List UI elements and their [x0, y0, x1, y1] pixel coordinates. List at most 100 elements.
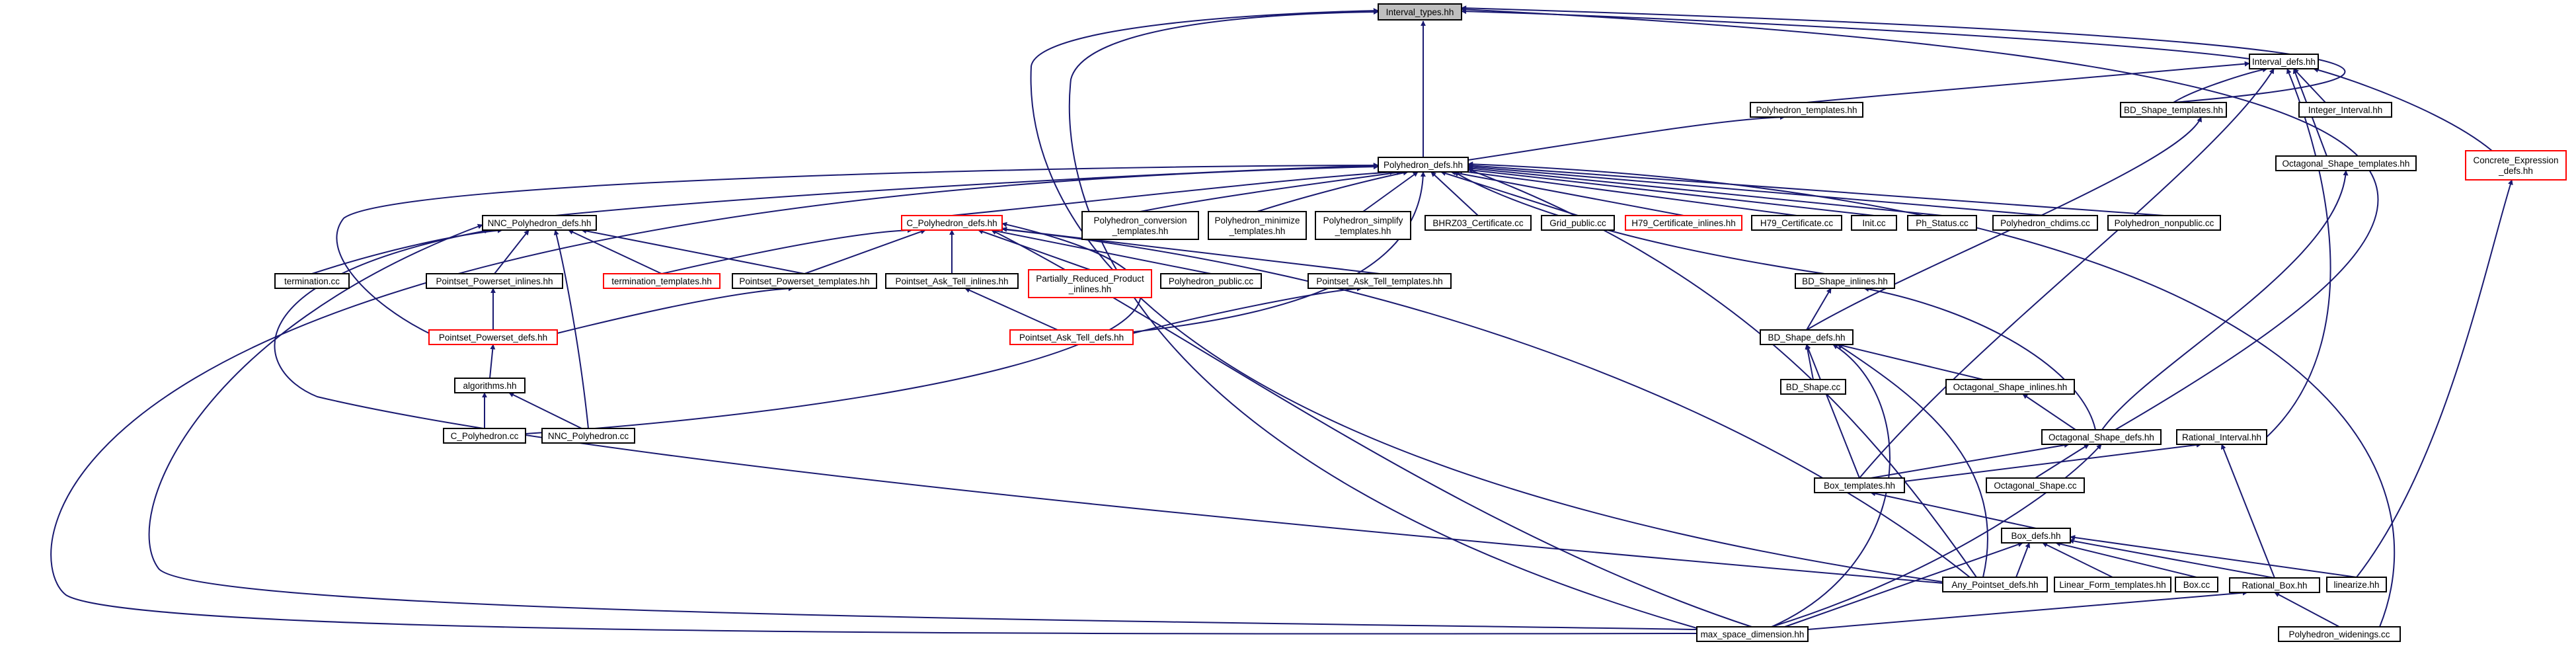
- node-box[interactable]: [2298, 102, 2392, 118]
- node-box[interactable]: [2054, 577, 2171, 592]
- node-box[interactable]: [454, 378, 526, 393]
- node-box[interactable]: [1992, 215, 2098, 231]
- node-termination_templates[interactable]: termination_templates.hh: [603, 273, 721, 289]
- node-polyhedron_widenings[interactable]: Polyhedron_widenings.cc: [2278, 626, 2401, 642]
- node-box[interactable]: [1009, 329, 1134, 345]
- node-box[interactable]: [1160, 273, 1262, 289]
- node-box[interactable]: [1851, 215, 1897, 231]
- node-box[interactable]: [428, 329, 558, 345]
- node-box[interactable]: [1795, 273, 1895, 289]
- node-box_templates[interactable]: Box_templates.hh: [1814, 477, 1905, 493]
- node-box[interactable]: [2275, 155, 2417, 171]
- node-box[interactable]: [1945, 379, 2075, 395]
- node-box[interactable]: [2176, 429, 2267, 445]
- node-rational_box[interactable]: Rational_Box.hh: [2229, 577, 2320, 593]
- node-termination[interactable]: termination.cc: [274, 273, 350, 289]
- node-integer_interval[interactable]: Integer_Interval.hh: [2298, 102, 2392, 118]
- node-ph_status[interactable]: Ph_Status.cc: [1907, 215, 1977, 231]
- node-h79_certificate[interactable]: H79_Certificate.cc: [1751, 215, 1842, 231]
- node-c_polyhedron_cc[interactable]: C_Polyhedron.cc: [443, 428, 526, 444]
- node-box[interactable]: [1541, 215, 1615, 231]
- node-bd_shape_cc[interactable]: BD_Shape.cc: [1780, 379, 1846, 395]
- node-box[interactable]: [1814, 477, 1905, 493]
- node-polyhedron_minimize_templates[interactable]: Polyhedron_minimize_templates.hh: [1208, 211, 1307, 240]
- node-bd_shape_templates[interactable]: BD_Shape_templates.hh: [2120, 102, 2227, 118]
- node-box[interactable]: [1751, 215, 1842, 231]
- node-box[interactable]: [2465, 150, 2567, 181]
- node-interval_defs[interactable]: Interval_defs.hh: [2249, 54, 2319, 69]
- node-pointset_ask_tell_templates[interactable]: Pointset_Ask_Tell_templates.hh: [1308, 273, 1452, 289]
- node-c_polyhedron_defs[interactable]: C_Polyhedron_defs.hh: [901, 215, 1003, 231]
- node-box[interactable]: [1081, 211, 1199, 240]
- node-box[interactable]: [426, 273, 563, 289]
- node-box[interactable]: [541, 428, 635, 444]
- node-box[interactable]: [1942, 577, 2048, 592]
- node-box_defs[interactable]: Box_defs.hh: [2001, 528, 2071, 544]
- node-box[interactable]: [2278, 626, 2401, 642]
- node-box[interactable]: [2326, 577, 2387, 592]
- node-h79_certificate_inlines[interactable]: H79_Certificate_inlines.hh: [1625, 215, 1742, 231]
- node-linearize[interactable]: linearize.hh: [2326, 577, 2387, 592]
- node-box[interactable]: [1760, 329, 1854, 345]
- node-init[interactable]: Init.cc: [1851, 215, 1897, 231]
- node-box[interactable]: [1986, 477, 2085, 493]
- node-box[interactable]: [2041, 429, 2162, 445]
- node-box[interactable]: [2001, 528, 2071, 544]
- node-interval_types[interactable]: Interval_types.hh: [1378, 3, 1462, 20]
- node-box[interactable]: [2229, 577, 2320, 593]
- node-box[interactable]: [274, 273, 350, 289]
- node-bhrz03_certificate[interactable]: BHRZ03_Certificate.cc: [1425, 215, 1532, 231]
- node-nnc_polyhedron_cc[interactable]: NNC_Polyhedron.cc: [541, 428, 635, 444]
- node-box[interactable]: [1208, 211, 1307, 240]
- node-rational_interval[interactable]: Rational_Interval.hh: [2176, 429, 2267, 445]
- node-box[interactable]: [2107, 215, 2221, 231]
- node-box[interactable]: [603, 273, 721, 289]
- node-box[interactable]: [1696, 626, 1809, 642]
- node-box[interactable]: [1308, 273, 1452, 289]
- node-polyhedron_defs[interactable]: Polyhedron_defs.hh: [1378, 157, 1469, 173]
- node-polyhedron_nonpublic[interactable]: Polyhedron_nonpublic.cc: [2107, 215, 2221, 231]
- node-box[interactable]: [2249, 54, 2319, 69]
- node-box[interactable]: [901, 215, 1003, 231]
- node-octagonal_shape_cc[interactable]: Octagonal_Shape.cc: [1986, 477, 2085, 493]
- node-pointset_ask_tell_inlines[interactable]: Pointset_Ask_Tell_inlines.hh: [885, 273, 1019, 289]
- node-any_pointset_defs[interactable]: Any_Pointset_defs.hh: [1942, 577, 2048, 592]
- node-octagonal_shape_inlines[interactable]: Octagonal_Shape_inlines.hh: [1945, 379, 2075, 395]
- node-polyhedron_conversion_templates[interactable]: Polyhedron_conversion_templates.hh: [1081, 211, 1199, 240]
- node-bd_shape_inlines[interactable]: BD_Shape_inlines.hh: [1795, 273, 1895, 289]
- node-polyhedron_public[interactable]: Polyhedron_public.cc: [1160, 273, 1262, 289]
- node-box[interactable]: [482, 215, 597, 231]
- node-concrete_expression_defs[interactable]: Concrete_Expression_defs.hh: [2465, 150, 2567, 181]
- node-pointset_ask_tell_defs[interactable]: Pointset_Ask_Tell_defs.hh: [1009, 329, 1134, 345]
- node-polyhedron_templates[interactable]: Polyhedron_templates.hh: [1750, 102, 1863, 118]
- node-box[interactable]: [1907, 215, 1977, 231]
- node-box[interactable]: [1315, 211, 1411, 240]
- node-bd_shape_defs[interactable]: BD_Shape_defs.hh: [1760, 329, 1854, 345]
- node-box[interactable]: [1750, 102, 1863, 118]
- node-octagonal_shape_templates[interactable]: Octagonal_Shape_templates.hh: [2275, 155, 2417, 171]
- node-box[interactable]: [443, 428, 526, 444]
- node-grid_public[interactable]: Grid_public.cc: [1541, 215, 1615, 231]
- node-box_cc[interactable]: Box.cc: [2175, 577, 2218, 592]
- node-octagonal_shape_defs[interactable]: Octagonal_Shape_defs.hh: [2041, 429, 2162, 445]
- node-box[interactable]: [1780, 379, 1846, 395]
- node-pointset_powerset_defs[interactable]: Pointset_Powerset_defs.hh: [428, 329, 558, 345]
- node-box[interactable]: [2120, 102, 2227, 118]
- node-box[interactable]: [1625, 215, 1742, 231]
- node-box[interactable]: [732, 273, 877, 289]
- node-box[interactable]: [2175, 577, 2218, 592]
- node-pointset_powerset_templates[interactable]: Pointset_Powerset_templates.hh: [732, 273, 877, 289]
- node-nnc_polyhedron_defs[interactable]: NNC_Polyhedron_defs.hh: [482, 215, 597, 231]
- node-box[interactable]: [885, 273, 1019, 289]
- node-pointset_powerset_inlines[interactable]: Pointset_Powerset_inlines.hh: [426, 273, 563, 289]
- node-box[interactable]: [1378, 157, 1469, 173]
- node-box[interactable]: [1378, 3, 1462, 20]
- node-algorithms[interactable]: algorithms.hh: [454, 378, 526, 393]
- node-polyhedron_chdims[interactable]: Polyhedron_chdims.cc: [1992, 215, 2098, 231]
- node-box[interactable]: [1028, 269, 1152, 298]
- node-partially_reduced_product_inlines[interactable]: Partially_Reduced_Product_inlines.hh: [1028, 269, 1152, 298]
- node-max_space_dimension[interactable]: max_space_dimension.hh: [1696, 626, 1809, 642]
- node-box[interactable]: [1425, 215, 1532, 231]
- node-linear_form_templates[interactable]: Linear_Form_templates.hh: [2054, 577, 2171, 592]
- node-polyhedron_simplify_templates[interactable]: Polyhedron_simplify_templates.hh: [1315, 211, 1411, 240]
